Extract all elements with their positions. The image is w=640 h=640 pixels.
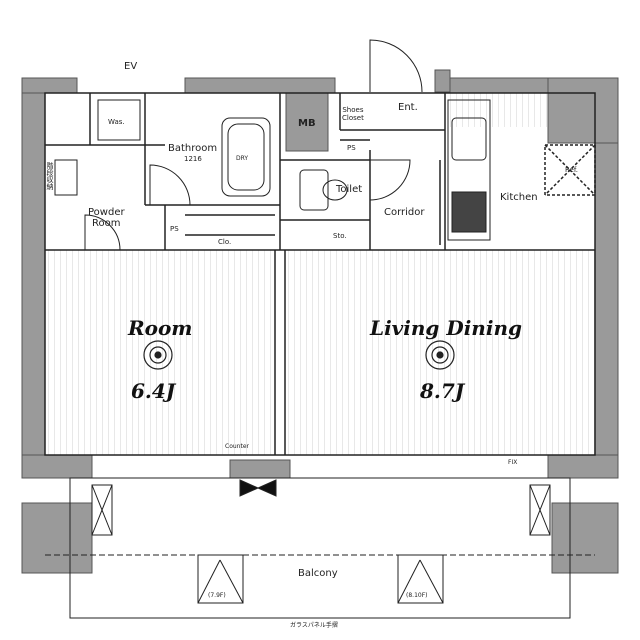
ps-top-label: PS [347, 144, 356, 152]
ac-right-label: (8.10F) [406, 592, 428, 599]
fix-label: FIX [508, 459, 518, 466]
clo-label: Clo. [218, 238, 232, 246]
bathroom-size-label: 1216 [184, 155, 202, 163]
balcony-label: Balcony [298, 568, 338, 579]
fixtures [54, 99, 491, 241]
dry-label: DRY [236, 155, 249, 162]
ld-size-label: 8.7J [420, 379, 465, 403]
railing-label: ガラスパネル手摺 [290, 622, 338, 629]
ref-label: Ref. [565, 166, 579, 174]
corridor-label: Corridor [384, 207, 425, 218]
counter-label: Counter [225, 443, 249, 450]
ev-label: EV [124, 61, 138, 72]
ps-left-label: PS [170, 225, 179, 233]
walls [21, 69, 619, 574]
bathroom-label: Bathroom [168, 143, 218, 154]
kitchen-label: Kitchen [500, 192, 538, 203]
room-name-label: Room [128, 316, 193, 340]
was-label: Was. [108, 118, 125, 126]
ac-left-label: (7.9F) [208, 592, 226, 599]
shoes-closet-label: Shoes Closet [342, 106, 364, 122]
balcony [45, 477, 595, 619]
entrance-floor [445, 92, 550, 127]
interior-walls [44, 92, 596, 456]
room-size-label: 6.4J [131, 379, 176, 403]
powder-room-label: Powder Room [88, 207, 125, 229]
toilet-label: Toilet [336, 184, 363, 195]
ent-label: Ent. [398, 102, 418, 113]
ceiling-lights [143, 340, 455, 370]
doors [84, 39, 423, 251]
ld-name-label: Living Dining [370, 316, 522, 340]
mb-label: MB [298, 118, 316, 129]
storage-label: 階段収納 [46, 162, 54, 190]
sto-label: Sto. [333, 232, 347, 240]
